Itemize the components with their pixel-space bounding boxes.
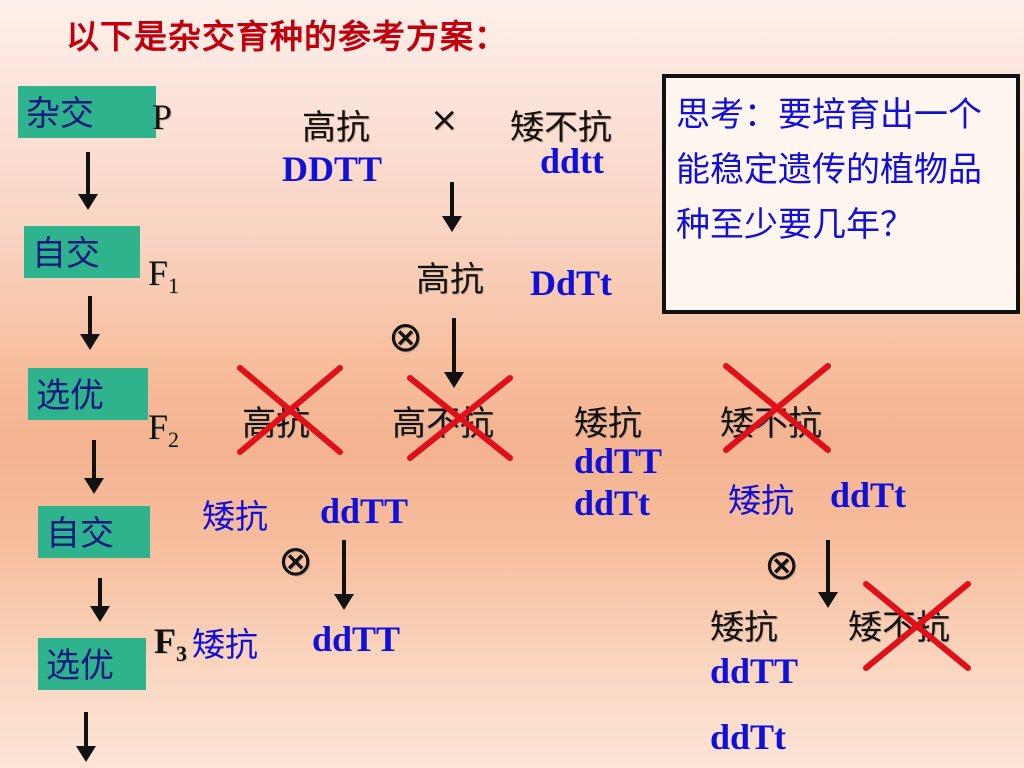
p-parent2-genotype: ddtt <box>540 141 605 181</box>
step-select-2: 选优 <box>38 638 146 690</box>
f2-phenotype-tall-nonresistant: 高不抗 <box>392 404 494 444</box>
f2-genotype-ddTT: ddTT <box>574 441 663 481</box>
generation-p-label: P <box>152 97 173 137</box>
generation-f2-label: F2 <box>148 407 180 453</box>
f3-right-genotype-ddTT: ddTT <box>710 651 799 691</box>
p-parent1-phenotype: 高抗 <box>302 108 370 148</box>
f3-right-phenotype-dwarf-nonresistant: 矮不抗 <box>848 608 950 648</box>
f2-selected-left-genotype: ddTT <box>320 491 409 531</box>
f2-selected-right-genotype: ddTt <box>830 475 907 515</box>
f2-phenotype-tall-resistant: 高抗 <box>242 404 310 444</box>
p-parent2-phenotype: 矮不抗 <box>510 108 612 148</box>
step-selfing-2: 自交 <box>38 506 150 558</box>
f3-left-genotype: ddTT <box>312 619 401 659</box>
generation-f1-label: F1 <box>148 253 180 299</box>
selfing-symbol-left: ⊗ <box>278 536 314 585</box>
f1-genotype: DdTt <box>530 263 613 303</box>
f2-phenotype-dwarf-resistant: 矮抗 <box>574 404 642 444</box>
step-cross: 杂交 <box>18 86 156 138</box>
f3-right-phenotype-dwarf-resistant: 矮抗 <box>710 608 778 648</box>
cross-symbol: × <box>430 100 459 140</box>
page-title: 以下是杂交育种的参考方案： <box>66 17 508 56</box>
generation-f3-label: F3 <box>154 621 187 667</box>
selfing-symbol-f1: ⊗ <box>388 312 424 361</box>
selfing-symbol-right: ⊗ <box>764 540 800 589</box>
step-select-1: 选优 <box>28 368 148 420</box>
f2-selected-right-phenotype: 矮抗 <box>728 481 794 520</box>
f3-left-phenotype: 矮抗 <box>192 625 258 664</box>
f2-selected-left-phenotype: 矮抗 <box>202 497 268 536</box>
think-question-box: 思考：要培育出一个能稳定遗传的植物品种至少要几年？ <box>662 74 1020 314</box>
f3-right-genotype-ddTt: ddTt <box>710 717 787 757</box>
f1-phenotype: 高抗 <box>416 260 484 300</box>
step-selfing-1: 自交 <box>24 226 140 278</box>
f2-phenotype-dwarf-nonresistant: 矮不抗 <box>720 404 822 444</box>
p-parent1-genotype: DDTT <box>282 149 383 189</box>
f2-genotype-ddTt: ddTt <box>574 483 651 523</box>
